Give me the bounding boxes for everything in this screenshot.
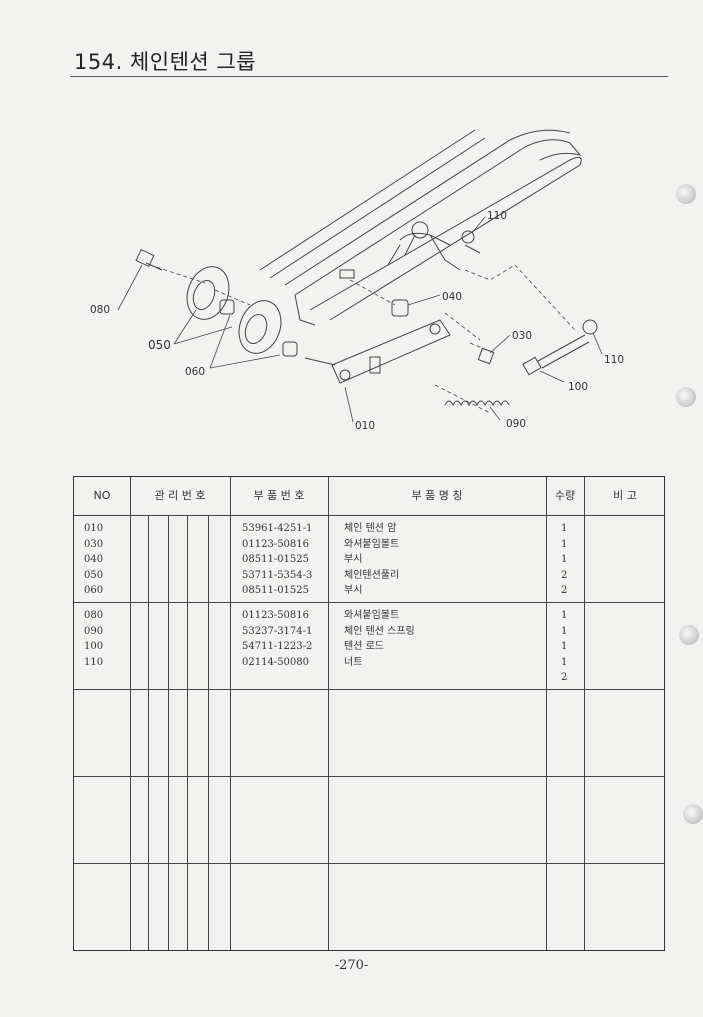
callout-050: 050 <box>148 338 171 352</box>
callout-080: 080 <box>90 304 110 316</box>
header-quantity: 수량 <box>554 489 576 502</box>
leader-lines <box>117 216 603 423</box>
row-part-number: 53711-5354-3 <box>242 569 313 581</box>
row-no: 010 <box>84 523 104 534</box>
row-quantity: 1 <box>561 641 568 652</box>
header-management-number: 관 리 번 호 <box>154 489 206 502</box>
callout-110-right: 110 <box>604 354 624 366</box>
row-part-number: 54711-1223-2 <box>242 641 313 652</box>
callout-040: 040 <box>442 291 462 303</box>
binder-hole <box>679 625 699 645</box>
row-part-name: 체인텐션풀리 <box>344 569 400 581</box>
frame-rails <box>259 129 582 326</box>
row-part-name: 부시 <box>344 585 363 596</box>
bolt-080 <box>135 248 163 271</box>
row-quantity: 1 <box>561 538 568 550</box>
parts-list-table: NO 관 리 번 호 부 품 번 호 부 품 명 칭 수량 비 고 010 53… <box>73 476 665 951</box>
row-quantity: 1 <box>561 656 568 668</box>
row-quantity: 1 <box>561 523 568 534</box>
row-part-number: 53961-4251-1 <box>242 523 313 534</box>
row-quantity: 1 <box>561 610 568 621</box>
row-no: 040 <box>84 554 104 565</box>
callout-030: 030 <box>512 330 532 342</box>
page-title: 154. 체인텐션 그룹 <box>74 50 257 74</box>
header-part-name: 부 품 명 칭 <box>411 489 463 502</box>
callout-060: 060 <box>185 366 205 378</box>
row-no: 060 <box>84 585 104 596</box>
callout-090: 090 <box>506 418 526 430</box>
row-quantity: 2 <box>561 569 568 581</box>
nut-110 <box>461 230 598 335</box>
row-part-number: 53237-3174-1 <box>242 625 313 637</box>
row-part-name: 텐션 로드 <box>344 641 384 652</box>
row-quantity: 2 <box>561 672 568 683</box>
row-no: 050 <box>84 569 104 581</box>
bolt-030 <box>477 347 495 365</box>
binder-hole <box>676 184 696 204</box>
row-quantity: 1 <box>561 554 568 565</box>
bush-060 <box>219 299 298 357</box>
tension-rod-100 <box>522 334 590 376</box>
row-no: 100 <box>84 641 104 652</box>
row-quantity: 1 <box>561 625 568 637</box>
spring-090 <box>444 400 510 407</box>
header-remarks: 비 고 <box>613 489 637 502</box>
row-no: 080 <box>84 610 104 621</box>
bush-040 <box>391 299 409 317</box>
callout-110-upper: 110 <box>487 210 507 222</box>
row-part-name: 너트 <box>344 656 363 668</box>
row-part-number: 01123-50816 <box>242 610 310 621</box>
row-part-name: 와셔붙임볼트 <box>344 538 400 550</box>
row-quantity: 2 <box>561 585 568 596</box>
row-part-name: 부시 <box>344 554 363 565</box>
callout-100: 100 <box>568 381 588 393</box>
row-no: 090 <box>84 625 104 637</box>
header-no: NO <box>93 489 111 502</box>
binder-hole <box>683 804 703 824</box>
row-no: 110 <box>84 656 104 668</box>
row-no: 030 <box>84 538 104 550</box>
row-part-name: 체인 텐션 스프링 <box>344 625 415 637</box>
title-divider <box>70 76 668 77</box>
row-part-number: 02114-50080 <box>242 656 310 668</box>
parts-exploded-diagram: 080 050 060 010 040 030 110 110 100 090 <box>90 129 624 432</box>
header-part-number: 부 품 번 호 <box>253 489 305 502</box>
row-part-name: 체인 텐션 암 <box>344 523 397 534</box>
page-number: -270- <box>334 958 369 973</box>
tension-arm-010 <box>304 319 451 384</box>
row-part-name: 와셔붙임볼트 <box>344 610 400 621</box>
row-part-number: 01123-50816 <box>242 538 310 550</box>
row-part-number: 08511-01525 <box>242 554 310 565</box>
callout-010: 010 <box>355 420 375 432</box>
row-part-number: 08511-01525 <box>242 585 310 596</box>
binder-hole <box>676 387 696 407</box>
